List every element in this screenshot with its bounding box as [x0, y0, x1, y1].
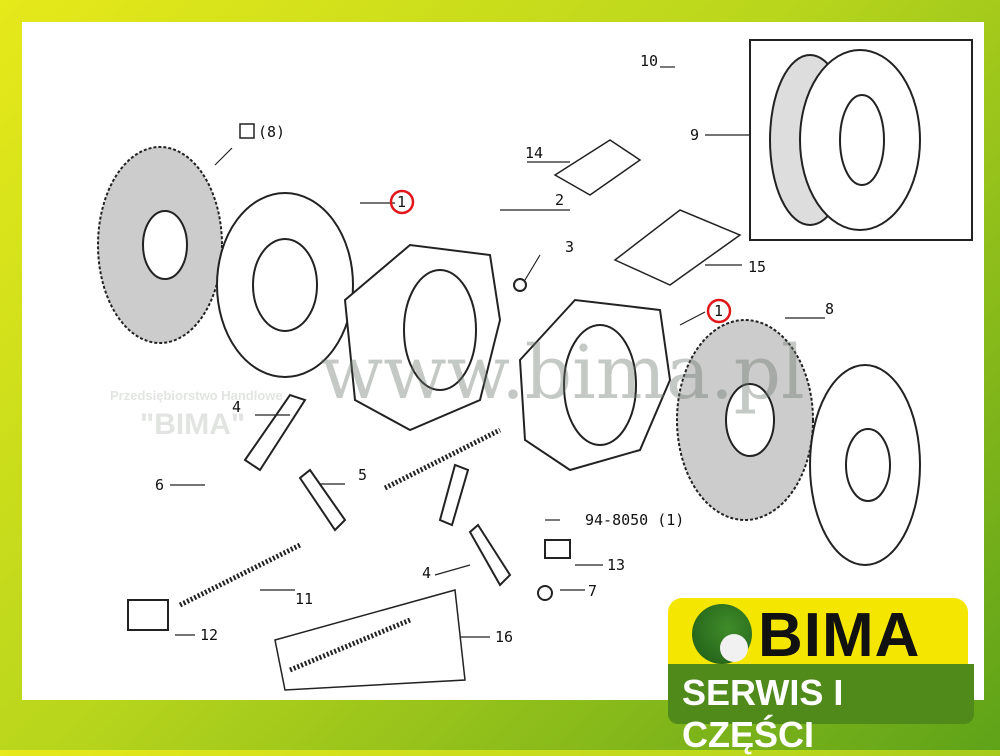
label-10: 10	[640, 52, 658, 70]
label-8-box: (8)	[258, 123, 285, 141]
label-2: 2	[555, 191, 564, 209]
label-1a: 1	[397, 193, 406, 211]
logo-brand: BIMA	[758, 601, 921, 670]
parts-box-16	[274, 589, 466, 691]
brake-actuator-left	[343, 243, 502, 432]
label-12: 12	[200, 626, 218, 644]
brake-actuator-right	[518, 298, 672, 472]
bima-logo: BIMA SERWIS I CZĘŚCI	[668, 598, 980, 755]
logo-tagline: SERWIS I CZĘŚCI	[682, 672, 844, 755]
label-11: 11	[295, 590, 313, 608]
label-4b: 4	[422, 564, 431, 582]
label-14: 14	[525, 144, 543, 162]
adjusting-rod	[383, 427, 502, 491]
highlight-circle-1a	[389, 189, 415, 215]
box-icon-8	[239, 123, 255, 139]
brake-disc-right	[809, 364, 921, 566]
label-13: 13	[607, 556, 625, 574]
rod-11	[178, 542, 302, 608]
label-94-8050: 94-8050 (1)	[585, 511, 684, 529]
label-1b: 1	[714, 302, 723, 320]
label-16: 16	[495, 628, 513, 646]
label-9: 9	[690, 126, 699, 144]
watermark-company: Przedsiębiorstwo Handlowe	[110, 388, 283, 403]
label-5: 5	[358, 466, 367, 484]
label-4a: 4	[232, 398, 241, 416]
watermark-name: "BIMA"	[140, 408, 246, 441]
highlight-circle-1b	[706, 298, 732, 324]
pressure-plate-left	[216, 192, 354, 378]
label-7: 7	[588, 582, 597, 600]
label-3: 3	[565, 238, 574, 256]
label-6: 6	[155, 476, 164, 494]
label-8: 8	[825, 300, 834, 318]
label-15: 15	[748, 258, 766, 276]
